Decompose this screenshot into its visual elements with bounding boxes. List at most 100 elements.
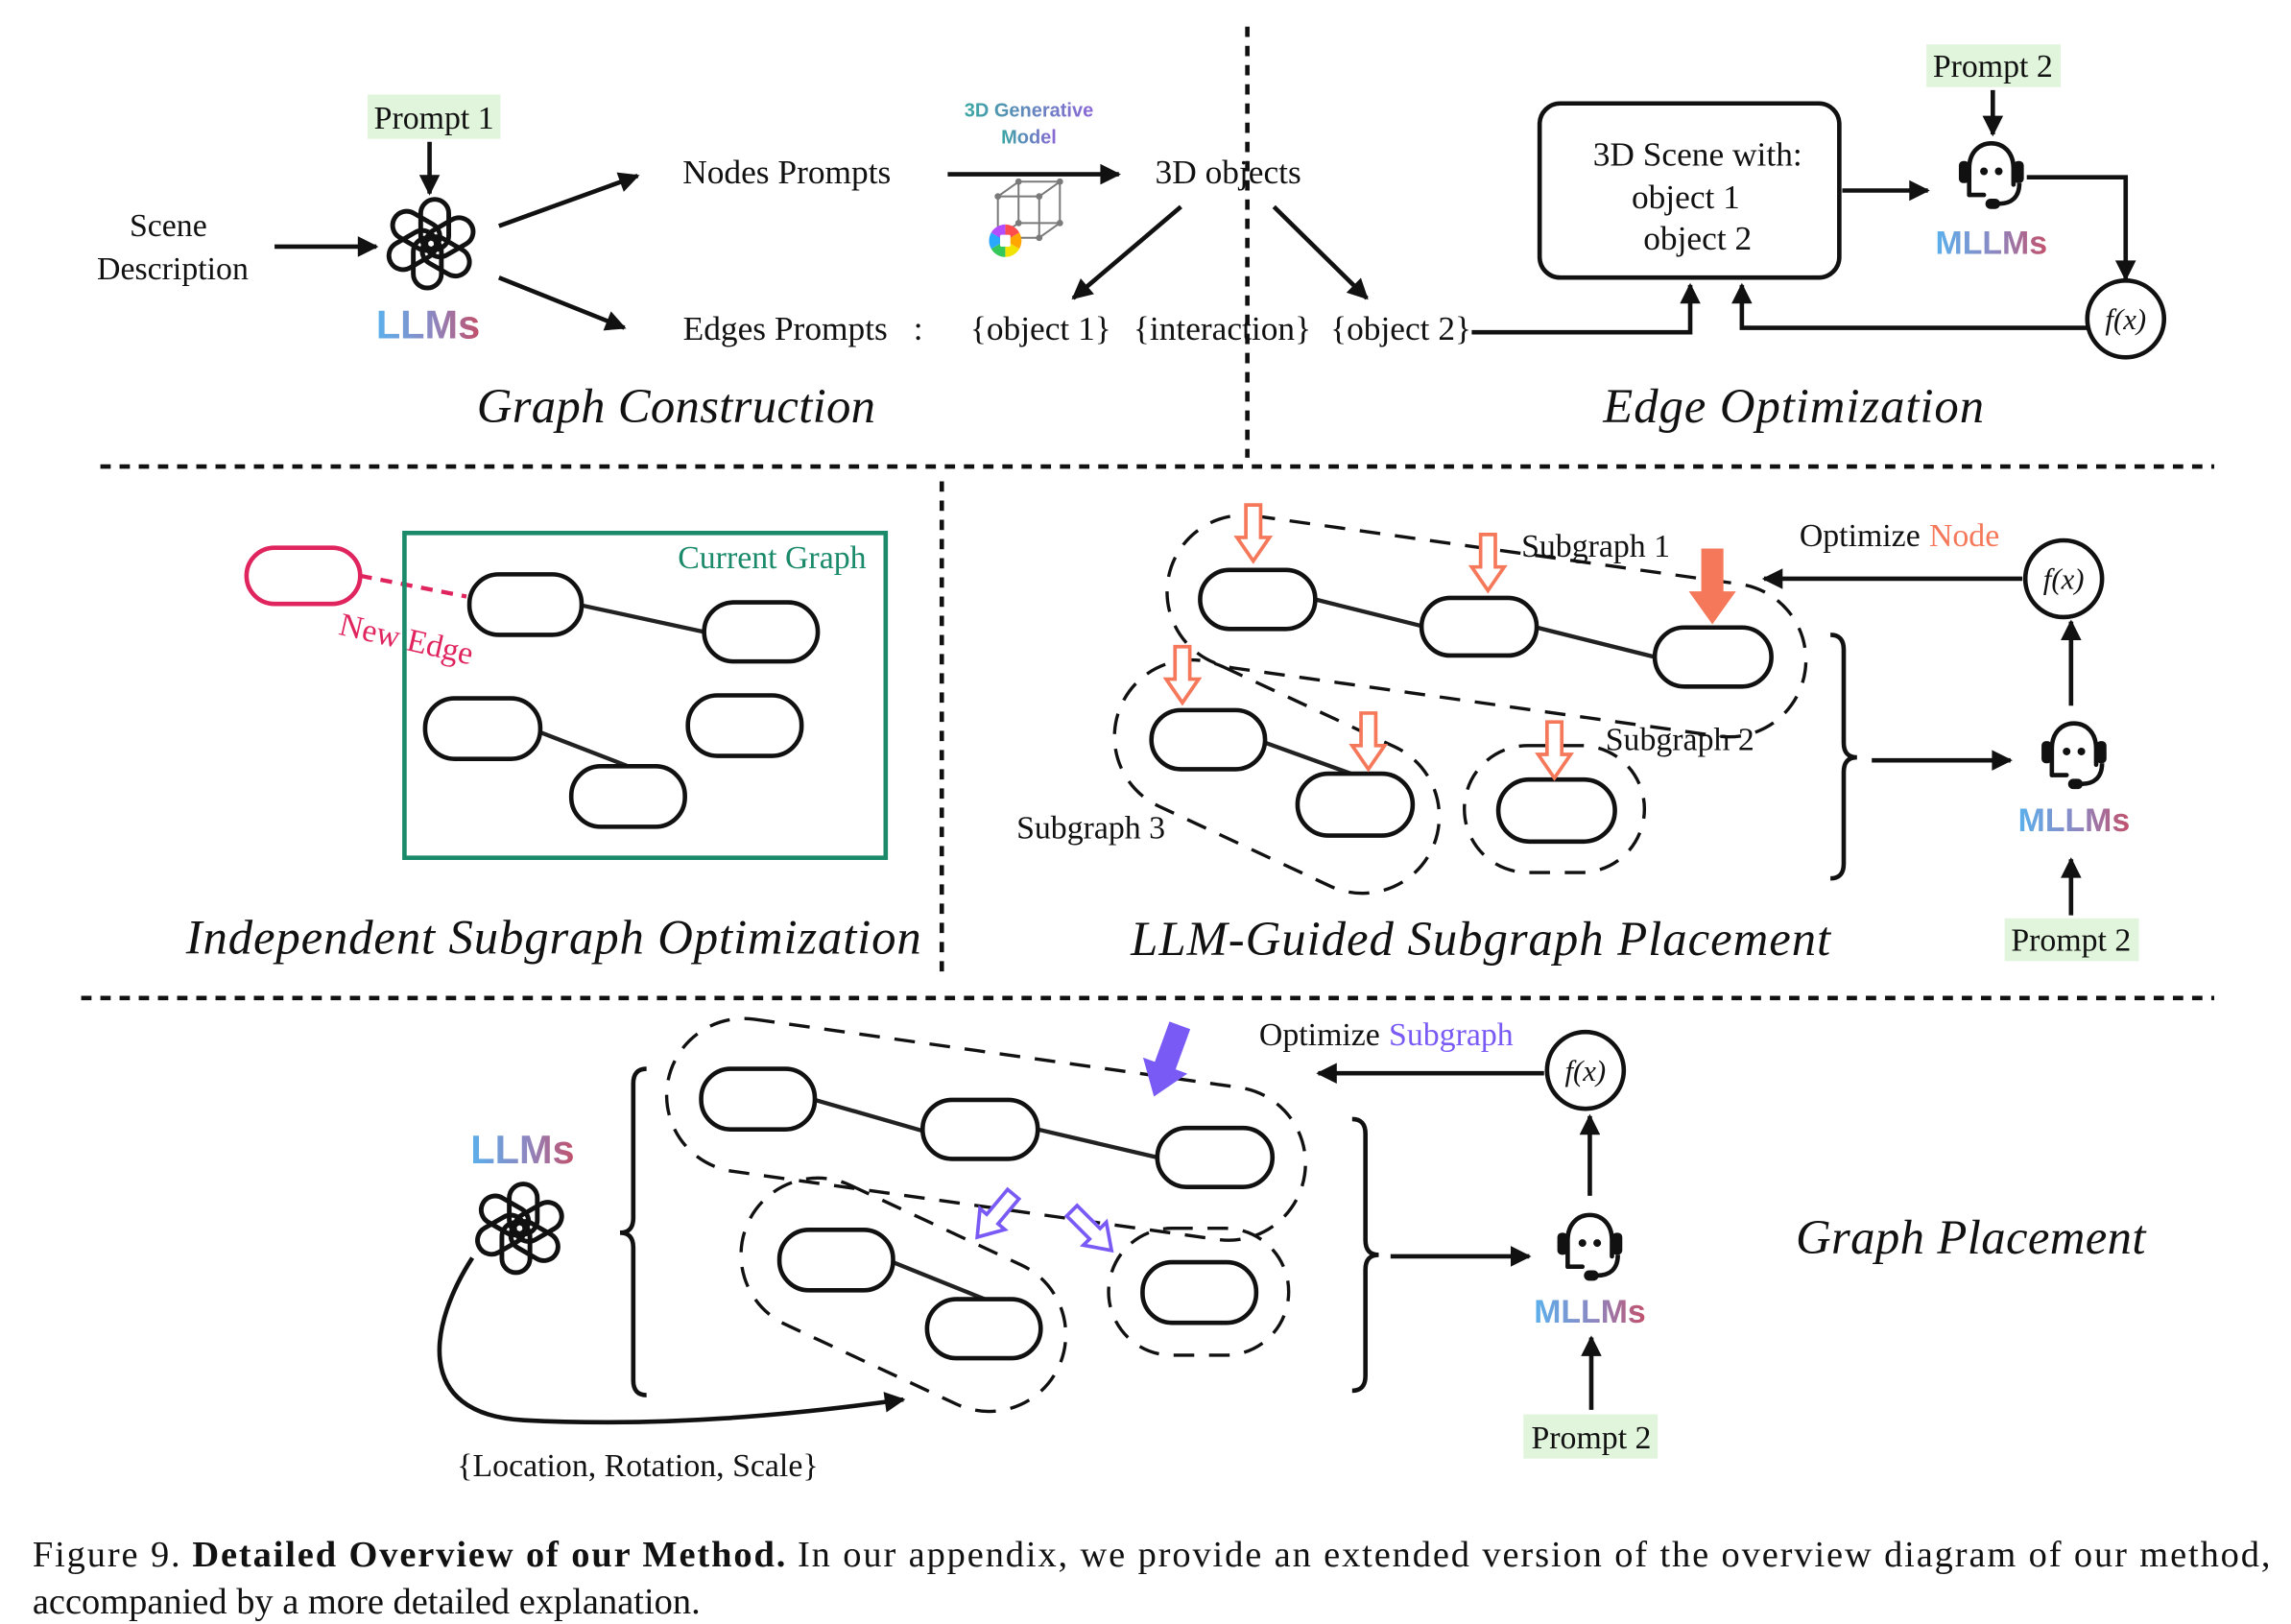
optimize-target-word: Node: [1929, 518, 1999, 554]
node-highlight-arrow-icon: [1536, 720, 1573, 780]
graph-node: [919, 1097, 1040, 1161]
subgraph-selected-arrow-icon: [1133, 1017, 1202, 1104]
graph-node: [1198, 567, 1318, 632]
arrow-object2-to-scene: [1471, 282, 1701, 335]
graph-node: [1149, 707, 1268, 772]
node-highlight-arrow-icon: [1349, 711, 1387, 772]
caption-text: In our appendix, we provide an extended …: [798, 1535, 2270, 1575]
graph-node: [776, 1227, 895, 1293]
openai-logo-icon: [384, 200, 478, 288]
new-edge-line: [359, 573, 467, 599]
headset-mllm-icon: [1558, 1215, 1623, 1280]
arrow-function-to-scene: [1731, 282, 2088, 330]
graph-edge: [539, 729, 633, 770]
graph-edge: [1264, 740, 1356, 777]
prompt-label: Prompt 2: [2011, 923, 2131, 959]
current-graph-frame: [402, 531, 889, 860]
scene-box-line2: object 1: [1632, 178, 1740, 216]
subgraph-highlight-arrow-icon: [963, 1182, 1028, 1250]
graph-node: [1140, 1259, 1259, 1325]
optimize-word: Optimize: [1259, 1017, 1380, 1053]
subgraph-outline-3: [1112, 657, 1442, 896]
function-circle: [2022, 537, 2105, 620]
new-node: [244, 545, 363, 607]
graph-node: [1295, 771, 1416, 838]
mllms-label: MLLMs: [2018, 802, 2131, 839]
headset-mllm-icon: [1959, 143, 2024, 208]
node-selected-arrow-icon: [1689, 548, 1735, 624]
subgraph-highlight-arrow-icon: [1058, 1197, 1125, 1264]
node-highlight-arrow-icon: [1164, 644, 1201, 705]
llms-label: LLMs: [470, 1127, 574, 1172]
graph-edge: [581, 603, 705, 634]
subgraph-3-label: Subgraph 3: [1016, 811, 1165, 847]
graph-edge: [1314, 597, 1422, 629]
section-title: Independent Subgraph Optimization: [185, 911, 921, 965]
graph-node: [699, 1066, 818, 1132]
graph-node: [702, 600, 821, 664]
subgraph-outline: [739, 1176, 1068, 1414]
subgraph-outline-1: [1165, 513, 1808, 739]
graph-node: [924, 1297, 1043, 1361]
color-wheel-icon: [989, 224, 1022, 257]
function-circle: [2085, 278, 2167, 360]
mllms-label: MLLMs: [1534, 1294, 1645, 1330]
scene-box-line3: object 2: [1643, 219, 1752, 257]
prompt-highlight: [1523, 1414, 1659, 1459]
subgraph-1-label: Subgraph 1: [1521, 529, 1670, 564]
graph-node: [1155, 1125, 1276, 1189]
prompt-highlight: [1926, 44, 2062, 87]
edge-optimization-section: 3D Scene with: object 1 object 2 Prompt …: [1471, 44, 2167, 433]
scene-box-line1: 3D Scene with:: [1593, 134, 1802, 173]
openai-logo-icon: [472, 1184, 566, 1273]
edge-template-object1: {object 1}: [970, 309, 1111, 347]
arrow-objects-to-object1: [1071, 204, 1182, 300]
graph-node: [685, 693, 804, 758]
scene-box: [1537, 101, 1842, 280]
graph-edge: [892, 1260, 986, 1302]
arrow-llm-to-nodes: [498, 172, 640, 228]
curved-arrow-llm-to-subgraph: [437, 1256, 906, 1425]
subgraph-placement-section: Subgraph 1 Subgraph 2 Subgraph 3 MLLMs P…: [1016, 503, 2139, 966]
right-brace: [1351, 1116, 1379, 1394]
transform-label: {Location, Rotation, Scale}: [457, 1448, 818, 1484]
caption-heading: Detailed Overview of our Method.: [192, 1535, 785, 1575]
function-label: f(x): [2043, 563, 2085, 596]
graph-construction-section: Prompt 1 Scene Description LLMs Nodes Pr…: [97, 94, 1471, 433]
graph-placement-section: LLMs {Location, Rotation, Scale} MLLMs P…: [437, 1016, 2147, 1484]
section-title: LLM-Guided Subgraph Placement: [1130, 912, 1832, 966]
optimize-target-word: Subgraph: [1389, 1017, 1514, 1053]
objects-3d-label: 3D objects: [1156, 153, 1301, 191]
caption-label: Figure 9.: [33, 1535, 180, 1575]
edges-prompts-label: Edges Prompts: [683, 309, 888, 347]
generative-model-label-line2: Model: [1001, 127, 1057, 148]
optimize-word: Optimize: [1800, 518, 1921, 554]
prompt-label: Prompt 1: [374, 101, 494, 136]
function-label: f(x): [1564, 1055, 1606, 1087]
arrow-objects-to-object2: [1272, 204, 1369, 300]
scene-description-line1: Scene: [130, 208, 207, 244]
subgraph-outline-2: [1463, 744, 1647, 874]
prompt-label: Prompt 2: [1531, 1421, 1651, 1456]
graph-node: [466, 572, 585, 637]
arrow-llm-to-edges: [497, 275, 627, 331]
headset-mllm-icon: [2041, 724, 2107, 789]
llms-label: LLMs: [376, 301, 480, 346]
current-graph-label: Current Graph: [678, 540, 866, 576]
prompt-highlight: [2004, 918, 2139, 962]
prompt-label: Prompt 2: [1933, 49, 2053, 84]
subgraph-outline: [664, 1016, 1307, 1242]
section-title: Graph Placement: [1796, 1210, 2147, 1264]
graph-edge: [1037, 1127, 1158, 1159]
generative-model-label-line1: 3D Generative: [965, 101, 1093, 122]
figure-caption: Figure 9. Detailed Overview of our Method…: [33, 1535, 2271, 1622]
prompt-highlight: [367, 94, 501, 139]
graph-node: [422, 696, 543, 761]
function-label: f(x): [2105, 303, 2146, 336]
edge-template-interaction: {interaction}: [1134, 309, 1311, 347]
edge-template-object2: {object 2}: [1330, 309, 1471, 347]
mllms-label: MLLMs: [1936, 226, 2048, 262]
section-title: Graph Construction: [477, 379, 875, 433]
